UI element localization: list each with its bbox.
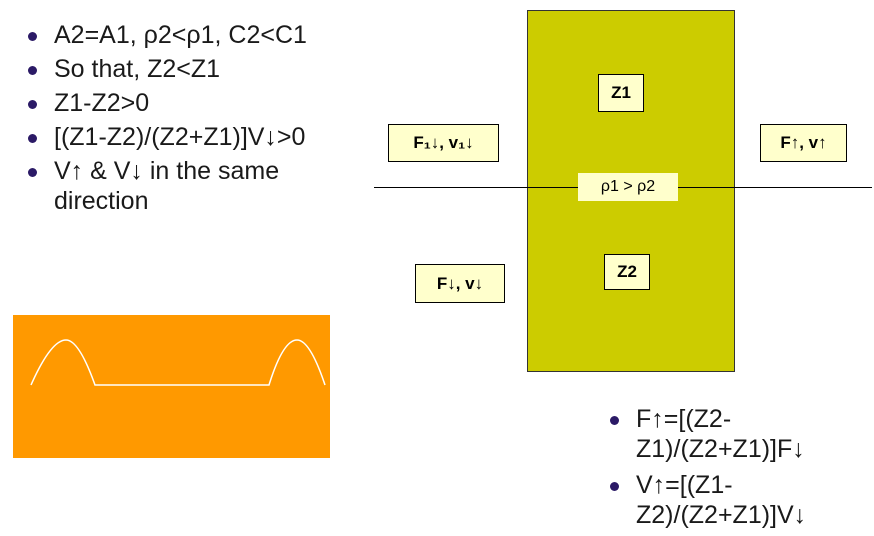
bullet-dot xyxy=(28,32,37,41)
bullet-dot xyxy=(610,416,619,425)
bullet-text: F↑=[(Z2-Z1)/(Z2+Z1)]F↓ xyxy=(636,405,805,463)
bullet-text: So that, Z2<Z1 xyxy=(54,55,221,83)
bullet-dot xyxy=(28,168,37,177)
bullet-text: V↑=[(Z1-Z2)/(Z2+Z1)]V↓ xyxy=(636,471,807,529)
z2-label: Z2 xyxy=(604,254,650,290)
reflected-wave-label: F↑, v↑ xyxy=(760,124,847,162)
left-bullet-list: A2=A1, ρ2<ρ1, C2<C1 So that, Z2<Z1 Z1-Z2… xyxy=(28,20,374,220)
bullet-text: V↑ & V↓ in the same direction xyxy=(54,157,280,215)
pulse-waveform xyxy=(30,339,326,386)
pulse-wave-svg xyxy=(30,339,326,386)
right-bullet-list: F↑=[(Z2-Z1)/(Z2+Z1)]F↓ V↑=[(Z1-Z2)/(Z2+Z… xyxy=(610,404,874,536)
bullet-text: A2=A1, ρ2<ρ1, C2<C1 xyxy=(54,21,307,49)
bullet-text: [(Z1-Z2)/(Z2+Z1)]V↓>0 xyxy=(54,123,306,151)
boundary-density-label: ρ1 > ρ2 xyxy=(578,173,678,201)
bullet-dot xyxy=(28,134,37,143)
bullet-dot xyxy=(28,66,37,75)
transmitted-wave-label: F↓, v↓ xyxy=(415,264,505,303)
bullet-item: So that, Z2<Z1 xyxy=(28,54,374,84)
bullet-item: F↑=[(Z2-Z1)/(Z2+Z1)]F↓ xyxy=(610,404,874,464)
bullet-item: V↑ & V↓ in the same direction xyxy=(28,156,374,216)
bullet-item: Z1-Z2>0 xyxy=(28,88,374,118)
z1-label: Z1 xyxy=(598,74,644,112)
bullet-dot xyxy=(28,100,37,109)
pulse-wave-graphic xyxy=(13,315,330,458)
bullet-item: [(Z1-Z2)/(Z2+Z1)]V↓>0 xyxy=(28,122,374,152)
bullet-item: V↑=[(Z1-Z2)/(Z2+Z1)]V↓ xyxy=(610,470,874,530)
incident-wave-label: F₁↓, v₁↓ xyxy=(388,124,499,162)
bullet-item: A2=A1, ρ2<ρ1, C2<C1 xyxy=(28,20,374,50)
bullet-dot xyxy=(610,482,619,491)
bullet-text: Z1-Z2>0 xyxy=(54,89,150,117)
